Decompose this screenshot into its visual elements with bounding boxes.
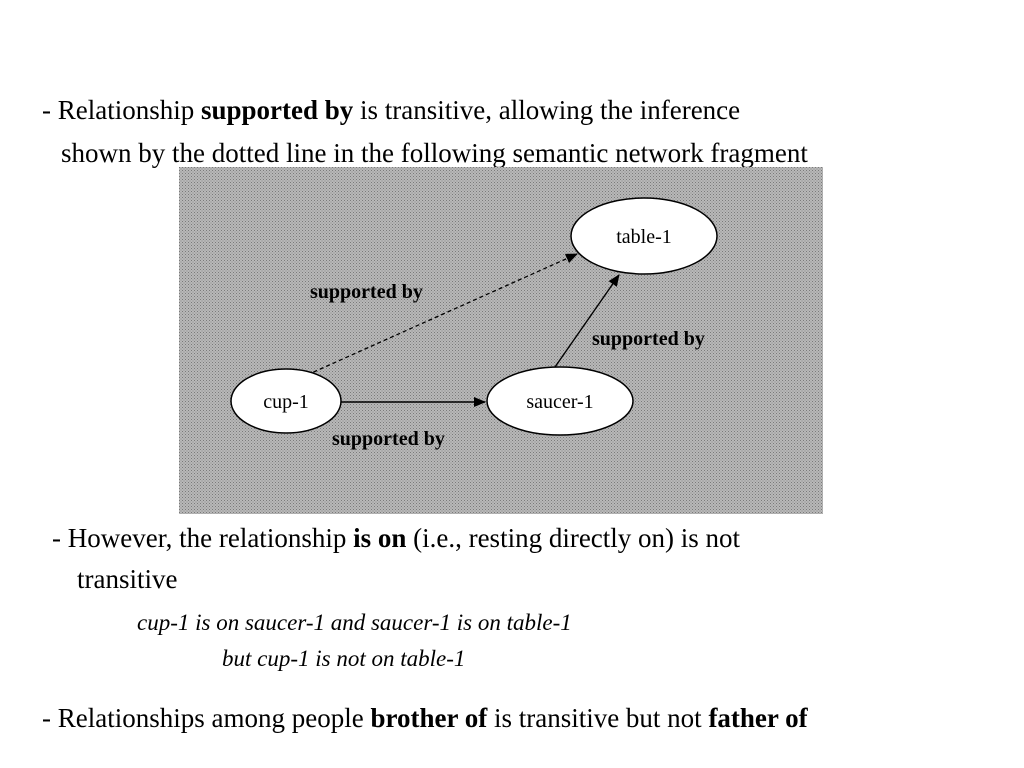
- node-table-label: table-1: [616, 226, 672, 248]
- node-table: [570, 197, 718, 275]
- saucer-table-edge: [554, 274, 620, 368]
- diagram-background: [179, 167, 823, 514]
- edge-label-inferred: supported by: [310, 281, 423, 303]
- semantic-network-diagram: table-1 cup-1 saucer-1 supported by supp…: [179, 167, 823, 514]
- however-rest: (i.e., resting directly on) is not: [406, 523, 741, 553]
- people-dash: - Relationships among people: [42, 703, 371, 733]
- intro-line-1: - Relationship supported by is transitiv…: [42, 94, 740, 126]
- however-line-1: - However, the relationship is on (i.e.,…: [52, 522, 740, 554]
- edge-label-saucer-table: supported by: [592, 328, 705, 350]
- edge-label-cup-saucer: supported by: [332, 428, 445, 450]
- people-line: - Relationships among people brother of …: [42, 702, 808, 734]
- node-saucer: [486, 366, 634, 436]
- people-keyword-father: father of: [708, 703, 808, 733]
- node-saucer-label: saucer-1: [526, 391, 593, 413]
- people-keyword-brother: brother of: [370, 703, 488, 733]
- however-dash: - However, the relationship: [52, 523, 354, 553]
- node-cup: [230, 368, 342, 434]
- example-line-2: but cup-1 is not on table-1: [222, 646, 466, 671]
- inferred-edge-dotted: [306, 253, 578, 376]
- people-middle: is transitive but not: [487, 703, 709, 733]
- example-line-1: cup-1 is on saucer-1 and saucer-1 is on …: [137, 610, 572, 635]
- intro-line-2: shown by the dotted line in the followin…: [61, 138, 808, 168]
- however-line-2: transitive: [77, 564, 178, 594]
- intro-rest: is transitive, allowing the inference: [353, 95, 741, 125]
- node-cup-label: cup-1: [263, 391, 309, 413]
- intro-dash: - Relationship: [42, 95, 201, 125]
- however-keyword: is on: [353, 523, 407, 553]
- intro-keyword: supported by: [200, 95, 354, 125]
